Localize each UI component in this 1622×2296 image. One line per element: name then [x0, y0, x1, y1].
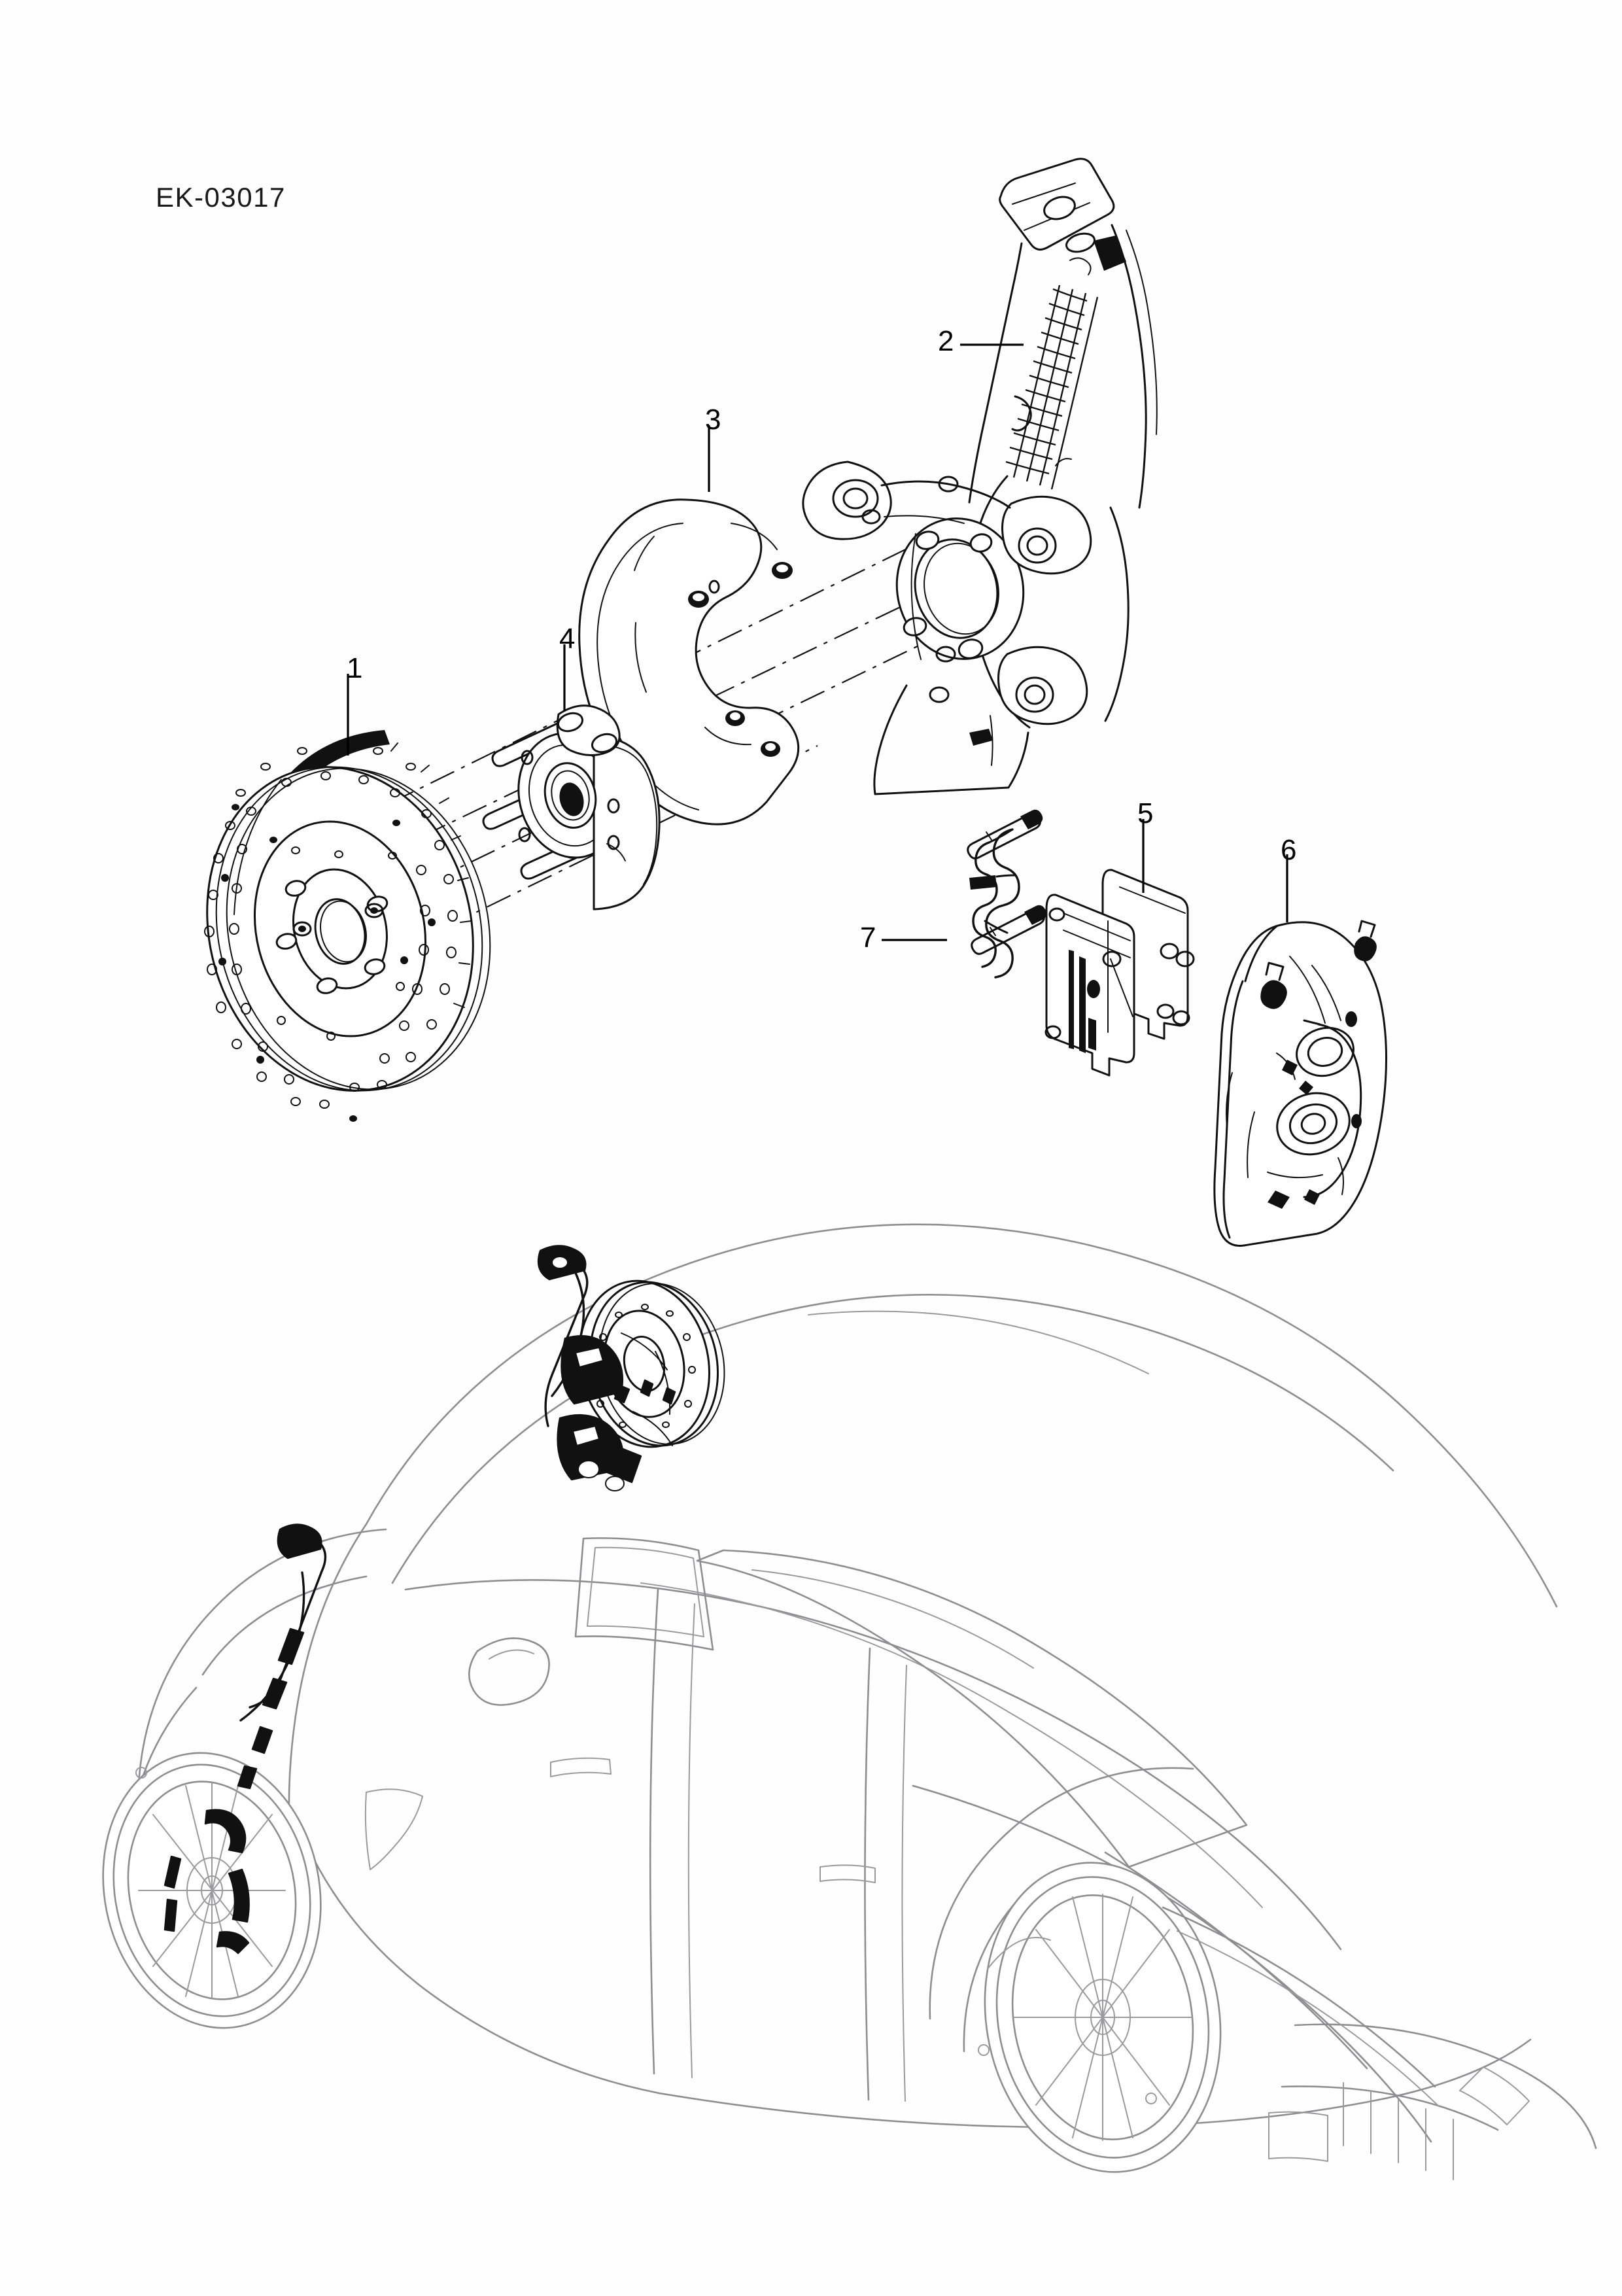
part-brake-caliper: [1213, 920, 1388, 1247]
rear-wheel-spokes: [1013, 1894, 1192, 2141]
front-brake-highlight: [164, 1809, 250, 1955]
callout-7[interactable]: 7: [860, 922, 876, 954]
rotor-stud-holes: [275, 880, 388, 994]
callout-5[interactable]: 5: [1137, 797, 1154, 829]
callout-2[interactable]: 2: [938, 325, 954, 357]
part-brake-pad-set: [1044, 869, 1195, 1077]
front-suspension-highlight: [237, 1523, 327, 1790]
rotor-drill-holes: [204, 740, 458, 1109]
callout-leader-lines: [347, 343, 1288, 941]
dust-shield-bolt-holes: [688, 562, 793, 757]
part-pad-retaining-spring-and-pins: [967, 809, 1047, 979]
part-wheel-hub-bearing: [482, 704, 661, 911]
knuckle-rib-hatch: [1005, 285, 1099, 490]
callout-3[interactable]: 3: [705, 404, 721, 436]
callout-6[interactable]: 6: [1281, 834, 1297, 866]
callout-1[interactable]: 1: [347, 652, 363, 684]
rotor-rim-ticks: [390, 742, 472, 1008]
callout-4[interactable]: 4: [559, 623, 576, 655]
brake-assembly-inset: [537, 1245, 725, 1491]
page-title: EK-03017: [156, 182, 286, 213]
rotor-drill-holes-filled: [218, 758, 436, 1122]
part-brake-disc-rotor: [204, 730, 491, 1122]
part-steering-knuckle: [802, 158, 1158, 795]
